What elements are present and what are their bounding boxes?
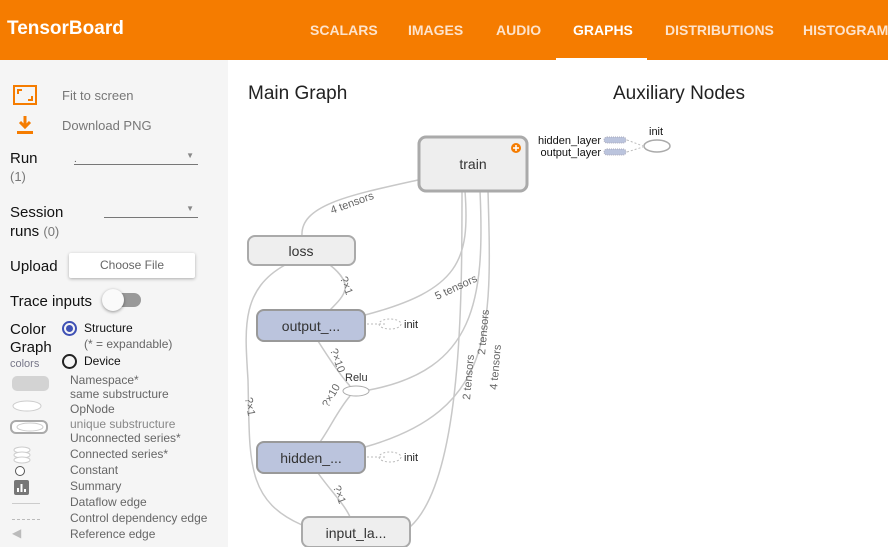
tab-graphs[interactable]: GRAPHS: [573, 22, 633, 38]
edge-label-loss-input: ?×1: [242, 396, 257, 416]
legend-connected-series: Connected series*: [70, 447, 169, 461]
device-label[interactable]: Device: [84, 354, 121, 368]
legend-constant: Constant: [70, 463, 119, 477]
fit-to-screen-button[interactable]: Fit to screen: [62, 88, 134, 103]
tab-images[interactable]: IMAGES: [408, 22, 464, 38]
svg-text:output_...: output_...: [282, 318, 340, 334]
run-select[interactable]: .▼: [74, 149, 198, 165]
legend-reference-edge: Reference edge: [70, 527, 156, 541]
session-count: (0): [43, 224, 60, 239]
edge-label-4-tensors-b: 4 tensors: [488, 344, 504, 391]
choose-file-button[interactable]: Choose File: [69, 253, 195, 278]
legend-unconnected-series: Unconnected series*: [70, 431, 181, 445]
edge-label-hidden-input: ?×1: [330, 484, 348, 506]
tab-scalars[interactable]: SCALARS: [310, 22, 378, 38]
edge-output-relu: [317, 340, 351, 387]
aux-nodes[interactable]: hidden_layer output_layer init: [538, 126, 671, 159]
tab-histograms[interactable]: HISTOGRAMS: [803, 22, 888, 38]
node-loss[interactable]: loss: [247, 235, 356, 266]
dataflow-edge-icon: [12, 503, 40, 504]
download-png-button[interactable]: Download PNG: [62, 118, 152, 133]
aux-hidden-layer: hidden_layer: [538, 135, 601, 147]
legend-namespace: Namespace*: [70, 373, 139, 387]
constant-icon: [15, 466, 25, 476]
graph-label: Graph: [10, 339, 52, 356]
aux-output-layer: output_layer: [540, 147, 601, 159]
sidebar: Fit to screen Download PNG Run (1) .▼ Se…: [0, 60, 228, 547]
dropdown-arrow-icon: ▼: [186, 204, 194, 213]
edge-label-2-tensors-b: 2 tensors: [476, 309, 492, 356]
session-runs-label-2: runs (0): [10, 223, 59, 240]
legend-dataflow-edge: Dataflow edge: [70, 495, 147, 509]
edge-train-hidden: [364, 190, 491, 448]
opnode-icon: [10, 400, 48, 434]
colors-label: colors: [10, 358, 40, 370]
node-relu[interactable]: Relu: [342, 372, 370, 397]
edge-label-loss-output: ?×1: [337, 275, 355, 297]
edge-label-relu-hidden: ?×10: [320, 382, 343, 409]
header: TensorBoard SCALARS IMAGES AUDIO GRAPHS …: [0, 0, 888, 60]
edge-train-loss: [301, 179, 419, 237]
upload-label: Upload: [10, 258, 58, 275]
aux-init-node: [643, 139, 671, 153]
auxiliary-nodes-title: Auxiliary Nodes: [613, 83, 745, 104]
node-input-layer[interactable]: input_la...: [301, 516, 411, 547]
node-output-layer[interactable]: output_...: [256, 309, 366, 342]
edge-label-2-tensors-a: 2 tensors: [461, 354, 477, 401]
legend-same-substructure: same substructure: [70, 387, 169, 401]
legend-opnode: OpNode: [70, 402, 115, 416]
edge-train-output: [364, 190, 467, 316]
svg-text:input_la...: input_la...: [326, 525, 387, 541]
edge-label-4-tensors: 4 tensors: [329, 190, 376, 217]
edge-hidden-input: [317, 472, 351, 518]
edge-loss-output: [329, 264, 346, 311]
node-hidden-layer[interactable]: hidden_...: [256, 441, 366, 474]
svg-text:Relu: Relu: [345, 372, 368, 384]
active-tab-indicator: [556, 58, 647, 60]
device-radio[interactable]: [62, 354, 77, 369]
namespace-swatch: [12, 376, 49, 391]
reference-edge-icon: ◀: [12, 526, 22, 540]
edge-train-input: [409, 190, 463, 528]
legend-unique-substructure: unique substructure: [70, 417, 176, 431]
init-node-1: [378, 318, 402, 330]
expandable-note: (* = expandable): [84, 337, 173, 351]
legend-control-dependency-edge: Control dependency edge: [70, 511, 208, 525]
svg-text:hidden_...: hidden_...: [280, 450, 342, 466]
edge-loss-input: [245, 264, 303, 526]
legend-summary: Summary: [70, 479, 122, 493]
aux-init-label: init: [649, 126, 663, 138]
toggle-knob[interactable]: [102, 289, 124, 311]
main-graph-title: Main Graph: [248, 83, 348, 104]
download-icon[interactable]: [15, 115, 35, 135]
structure-radio[interactable]: [62, 321, 77, 336]
structure-label[interactable]: Structure: [84, 321, 133, 335]
trace-inputs-label: Trace inputs: [10, 293, 92, 310]
session-runs-label: Session: [10, 204, 64, 221]
run-label: Run: [10, 150, 38, 167]
session-runs-select[interactable]: ▼: [104, 202, 198, 218]
control-edge-icon: [12, 519, 40, 520]
svg-text:loss: loss: [289, 243, 314, 259]
connected-series-icon: [13, 446, 31, 464]
init-node-2: [378, 451, 402, 463]
run-value: .: [74, 154, 77, 165]
app-title: TensorBoard: [7, 18, 124, 39]
edge-train-relu: [368, 190, 482, 391]
init-label-1: init: [404, 319, 418, 331]
svg-text:train: train: [459, 156, 486, 172]
session-runs-text: runs: [10, 223, 40, 240]
tab-distributions[interactable]: DISTRIBUTIONS: [665, 22, 774, 38]
edge-relu-hidden: [319, 395, 351, 443]
edge-label-5-tensors: 5 tensors: [433, 273, 480, 303]
summary-icon: [14, 480, 29, 495]
node-train[interactable]: train: [417, 135, 529, 193]
color-label: Color: [10, 321, 46, 338]
dropdown-arrow-icon: ▼: [186, 151, 194, 160]
run-count: (1): [10, 169, 26, 184]
tab-audio[interactable]: AUDIO: [496, 22, 542, 38]
init-label-2: init: [404, 452, 418, 464]
fit-screen-icon[interactable]: [13, 85, 37, 105]
